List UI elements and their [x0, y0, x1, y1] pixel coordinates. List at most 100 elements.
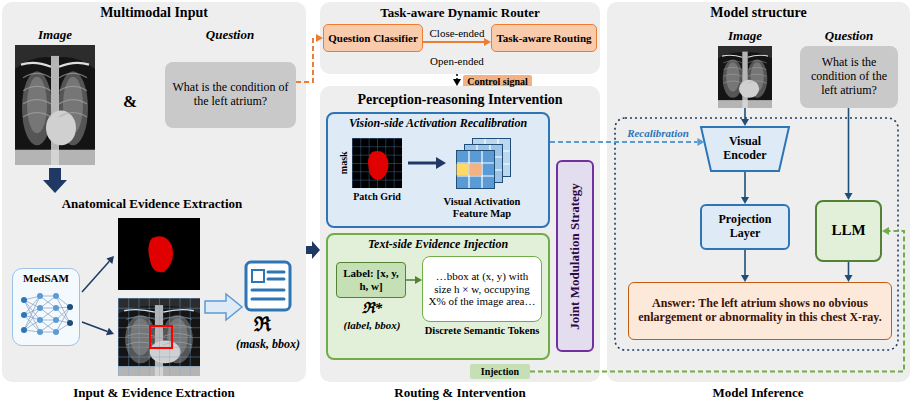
medsam-output-arrows — [82, 261, 109, 292]
evidence-document-icon — [252, 272, 284, 299]
signal-tag-text: Injection — [481, 366, 519, 378]
connector — [453, 74, 461, 86]
bbox-xray — [150, 326, 172, 348]
medsam-network — [67, 320, 73, 326]
arrowhead — [484, 38, 491, 46]
panel: Perception-reasoning InterventionVision-… — [320, 86, 600, 382]
connector-line — [744, 172, 746, 197]
signal-tag: Control signal — [463, 75, 532, 89]
text-label-text: ℜ* — [362, 300, 383, 317]
text-label-text: Model Inference — [712, 386, 803, 401]
process-box: Question Classifier — [323, 24, 423, 52]
text-label: (mask, bbox) — [236, 338, 300, 352]
text-label-text: Image — [38, 28, 72, 43]
text-label-text: ℜ — [254, 313, 271, 336]
connector — [845, 262, 853, 282]
medsam-network — [53, 305, 59, 311]
model-boundary — [615, 118, 898, 350]
text-label-text: Anatomical Evidence Extraction — [62, 197, 243, 212]
module-box-text: Text-side Evidence Injection — [368, 238, 508, 252]
medsam-network — [21, 293, 73, 335]
text-label: Model Inference — [712, 386, 803, 401]
axis-label: mask — [332, 157, 355, 169]
encoder-trapezoid-text: Visual Encoder — [713, 135, 777, 163]
signal-tag: Injection — [470, 364, 530, 379]
text-label: Patch Grid — [353, 191, 401, 203]
connector-line — [423, 41, 484, 43]
text-label: Input & Evidence Extraction — [73, 386, 234, 401]
vision-arrow — [408, 162, 437, 165]
medsam-network — [24, 296, 70, 332]
connector — [530, 227, 904, 372]
model-xray — [718, 46, 772, 126]
arrowhead — [741, 197, 749, 204]
bbox-xray — [118, 298, 200, 376]
text-label-text: Question — [206, 28, 254, 43]
module-box: Text-side Evidence InjectionLabel: [x, y… — [326, 233, 550, 360]
text-label-text: Image — [728, 29, 762, 44]
text-label: (label, bbox) — [344, 319, 401, 332]
block-arrow — [306, 241, 320, 259]
model-icon-box-text: MedSAM — [23, 272, 69, 285]
token-box-text: …bbox at (x, y) with size h × w, occupyi… — [428, 270, 536, 308]
medsam-output-arrows — [82, 256, 114, 335]
medsam-network — [53, 293, 59, 299]
arrowhead — [882, 227, 889, 235]
panel-text: Model structure — [611, 5, 906, 21]
arrowhead — [316, 34, 323, 42]
medsam-network — [21, 327, 27, 333]
llm-box-text: LLM — [831, 222, 865, 239]
medsam-network — [37, 305, 43, 311]
arrowhead — [453, 79, 461, 86]
connector-line — [296, 38, 316, 82]
text-label: Discrete Semantic Tokens — [425, 325, 540, 337]
edge-label: Close-ended — [430, 27, 485, 40]
encoder-trapezoid: Visual Encoder — [700, 126, 790, 172]
arrowhead — [697, 138, 704, 146]
edge-label-text: Close-ended — [430, 27, 485, 40]
text-label: Routing & Intervention — [394, 386, 525, 401]
bbox-xray — [118, 298, 200, 376]
medsam-network — [21, 297, 27, 303]
panel-text: Task-aware Dynamic Router — [324, 6, 596, 21]
process-box-text: Task-aware Routing — [496, 32, 591, 45]
connector-line — [456, 74, 458, 79]
text-label-text: Visual Activation Feature Map — [432, 196, 532, 220]
process-box: Task-aware Routing — [491, 24, 597, 52]
feature-map — [456, 138, 511, 189]
projection-box: Projection Layer — [700, 204, 790, 250]
medsam-output-arrows — [106, 256, 114, 264]
feature-map — [470, 164, 482, 176]
text-label: ℜ — [254, 313, 271, 336]
patch-grid — [352, 138, 402, 188]
text-label-text: (label, bbox) — [344, 319, 401, 332]
bbox-xray — [118, 298, 200, 376]
axis-label-text: mask — [337, 152, 349, 175]
mask-image — [148, 236, 173, 272]
label-box-text: Label: [x, y, h, w] — [342, 267, 400, 292]
text-label-text: Open-ended — [430, 55, 484, 68]
model-xray — [718, 46, 772, 108]
question-box: What is the condition of the left atrium… — [800, 46, 898, 108]
arrowhead — [415, 276, 422, 284]
mask-image — [118, 218, 200, 290]
module-box-text: Vision-side Activation Recalibration — [349, 117, 527, 131]
patch-grid — [352, 138, 402, 188]
patch-grid — [352, 138, 402, 188]
strategy-box: Joint Modulation Strategy — [556, 160, 594, 352]
vision-arrow — [436, 157, 446, 169]
connector — [296, 34, 323, 82]
text-label-text: Input & Evidence Extraction — [73, 386, 234, 401]
text-label-text: (mask, bbox) — [236, 338, 300, 352]
input-xray — [15, 45, 95, 165]
patch-grid — [368, 151, 388, 180]
medsam-network — [37, 293, 43, 299]
strategy-box-text: Joint Modulation Strategy — [568, 183, 583, 330]
panel-text: Multimodal Input — [6, 5, 302, 21]
evidence-document-icon — [246, 262, 290, 310]
text-label-text: Routing & Intervention — [394, 386, 525, 401]
answer-box: Answer: The left atrium shows no obvious… — [628, 282, 892, 340]
medsam-network — [37, 317, 43, 323]
model-xray — [741, 119, 749, 126]
